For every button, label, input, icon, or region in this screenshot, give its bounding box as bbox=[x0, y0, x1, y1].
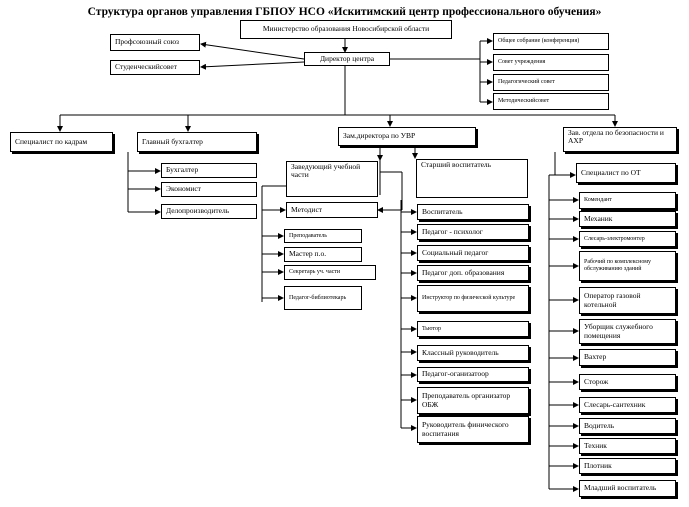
node-educator: Воспитатель bbox=[417, 204, 529, 220]
node-psychologist: Педагог - психолог bbox=[417, 224, 529, 240]
node-gas-operator: Оператор газовой котельной bbox=[579, 287, 676, 314]
node-mechanic: Механик bbox=[579, 211, 676, 227]
node-maintenance: Рабочий по комплексному обслуживанию зда… bbox=[579, 251, 676, 281]
node-tutor: Тьютор bbox=[417, 321, 529, 337]
node-council: Совет учреждения bbox=[493, 54, 609, 71]
node-head-edu: Заведующий учебной части bbox=[286, 161, 378, 197]
node-clerk: Делопроизводитель bbox=[161, 204, 257, 219]
node-ot-specialist: Специалист по ОТ bbox=[576, 163, 676, 183]
node-junior-educator: Младший воспитатель bbox=[579, 480, 676, 497]
node-ministry: Министерство образования Новосибирской о… bbox=[240, 20, 452, 39]
node-commandant: Комендант bbox=[579, 192, 676, 209]
node-librarian: Педагог-библиотекарь bbox=[284, 286, 362, 310]
node-cleaner: Уборщик служебного помещения bbox=[579, 319, 676, 344]
node-driver: Водитель bbox=[579, 418, 676, 434]
node-methodist: Методист bbox=[286, 202, 378, 218]
node-locksmith-el: Слесарь-электромонтер bbox=[579, 231, 676, 247]
node-carpenter: Плотник bbox=[579, 458, 676, 474]
node-general-meeting: Общее собрание (конференция) bbox=[493, 33, 609, 50]
node-extra-ed: Педагог доп. образования bbox=[417, 265, 529, 281]
node-social-ped: Социальный педагог bbox=[417, 245, 529, 261]
node-senior-educator: Старший воспитатель bbox=[416, 159, 528, 198]
node-director: Директор центра bbox=[304, 52, 390, 66]
node-ped-council: Педагогический совет bbox=[493, 74, 609, 91]
node-hr-specialist: Специалист по кадрам bbox=[10, 132, 113, 152]
node-secretary: Секретарь уч. части bbox=[284, 265, 376, 280]
node-chief-accountant: Главный бухгалтер bbox=[137, 132, 257, 152]
node-pe-head: Руководитель финического воспитания bbox=[417, 416, 529, 443]
node-method-council: Методическийсовет bbox=[493, 93, 609, 110]
node-organizer: Педагог-оганизатоор bbox=[417, 367, 529, 382]
node-obzh: Преподаватель организатор ОБЖ bbox=[417, 387, 529, 414]
node-economist: Экономист bbox=[161, 182, 257, 197]
node-master: Мастер п.о. bbox=[284, 247, 362, 262]
node-trade-union: Профсоюзный союз bbox=[110, 34, 200, 51]
node-pe-instructor: Инструктор по физической культуре bbox=[417, 285, 529, 312]
node-technician: Техник bbox=[579, 438, 676, 454]
node-guard: Сторож bbox=[579, 374, 676, 390]
diagram-title: Структура органов управления ГБПОУ НСО «… bbox=[87, 6, 602, 18]
node-student-council: Студенческийсовет bbox=[110, 60, 200, 75]
node-accountant: Бухгалтер bbox=[161, 163, 257, 178]
node-deputy-safety: Зав. отдела по безопасности и АХР bbox=[563, 127, 677, 152]
node-class-teacher: Классный руководитель bbox=[417, 345, 529, 361]
node-teacher: Преподаватель bbox=[284, 229, 362, 243]
node-watchman: Вахтер bbox=[579, 349, 676, 366]
node-deputy-uvr: Зам.директора по УВР bbox=[338, 127, 476, 146]
node-plumber: Слесарь-сантехник bbox=[579, 397, 676, 413]
